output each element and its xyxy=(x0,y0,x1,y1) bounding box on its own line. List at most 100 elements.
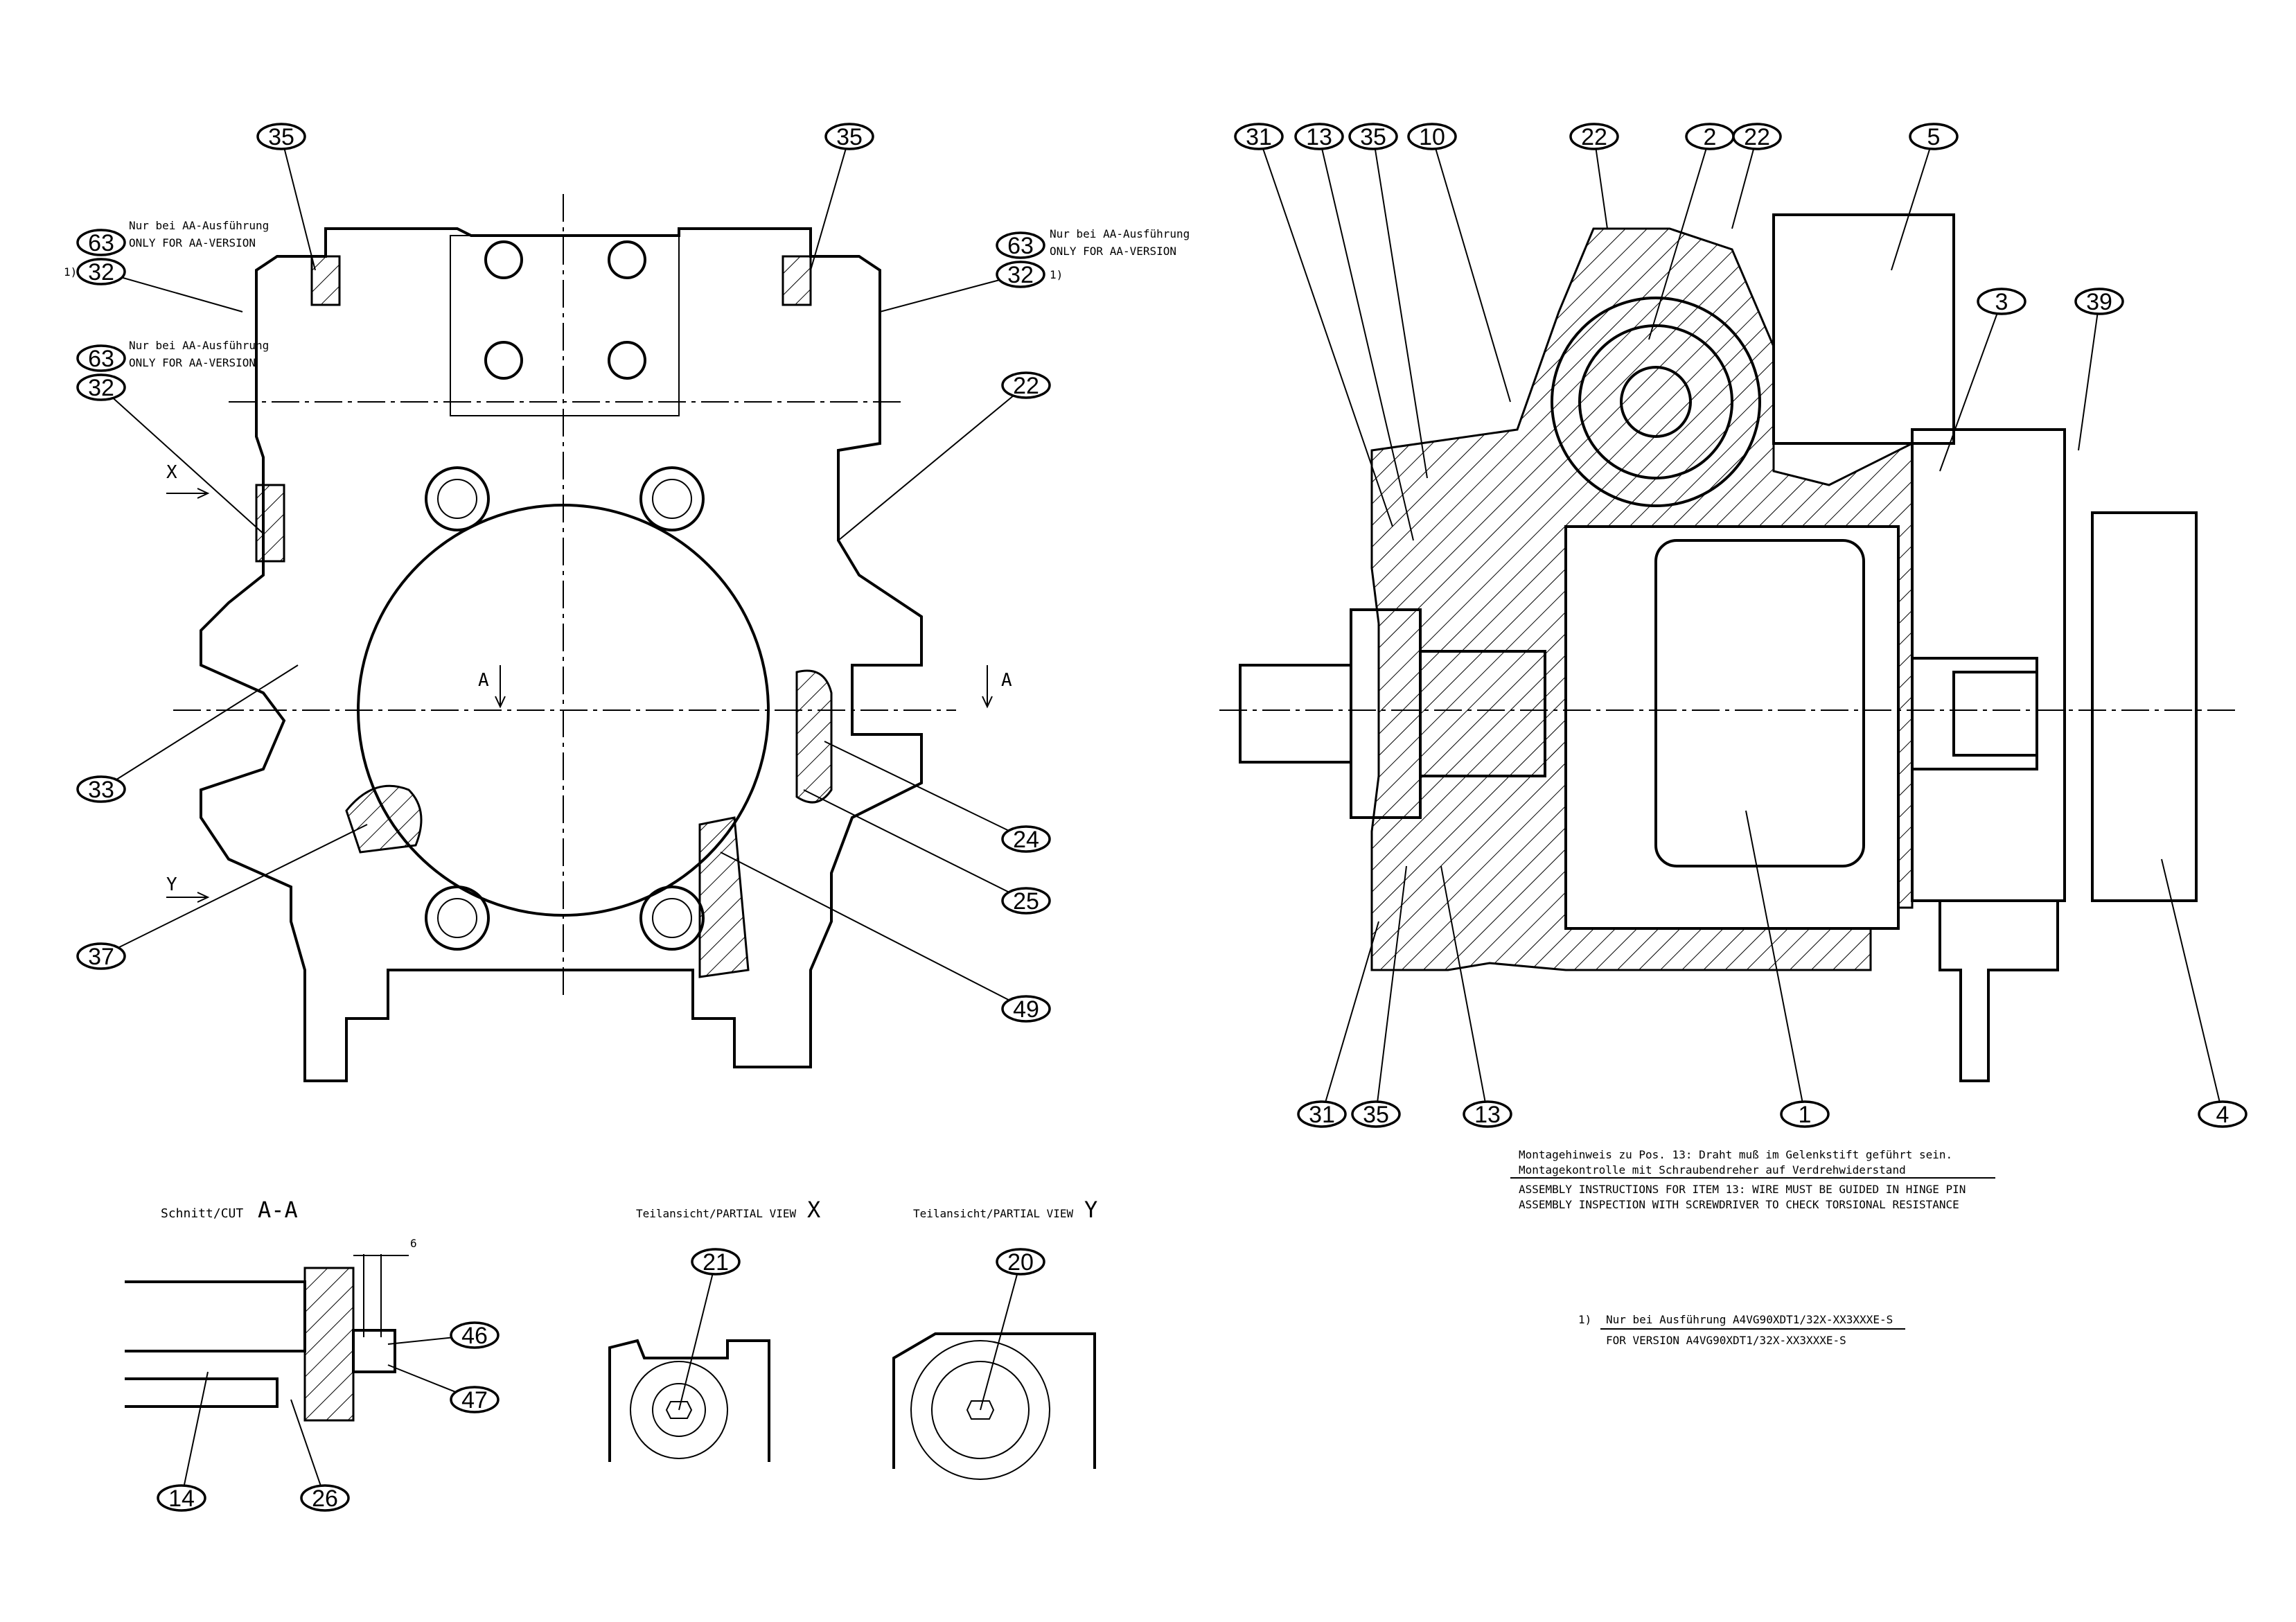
balloon-number: 31 xyxy=(1246,124,1272,150)
leader-line xyxy=(100,271,243,312)
leader-line xyxy=(100,824,368,957)
item-balloon-26: 26 xyxy=(290,1399,350,1512)
partial-x-prefix: Teilansicht/PARTIAL VIEW xyxy=(636,1207,797,1220)
balloon-number: 4 xyxy=(2216,1102,2229,1128)
partial-y-label: Y xyxy=(1084,1197,1097,1223)
assembly-note-de-2: Montagekontrolle mit Schraubendreher auf… xyxy=(1519,1163,1906,1176)
leader-line xyxy=(1375,865,1407,1115)
balloon-number: 13 xyxy=(1474,1102,1501,1128)
aa-note-en-2: ONLY FOR AA-VERSION xyxy=(129,356,256,369)
balloon-number: 63 xyxy=(88,230,114,256)
balloon-number: 31 xyxy=(1309,1102,1335,1128)
cut-prefix: Schnitt/CUT xyxy=(161,1206,243,1221)
balloon-outline xyxy=(450,1386,500,1413)
balloon-outline xyxy=(1001,995,1051,1023)
item-balloon-24: 24 xyxy=(824,741,1051,853)
leader-line xyxy=(290,1399,326,1499)
item-balloon-35: 35 xyxy=(810,123,874,271)
balloon-number: 10 xyxy=(1419,124,1445,150)
balloon-outline xyxy=(76,258,126,285)
partial-x-label: X xyxy=(807,1197,820,1223)
leader-line xyxy=(1648,136,1711,340)
item-balloon-22: 22 xyxy=(838,371,1051,541)
item-balloon-37: 37 xyxy=(76,824,368,970)
balloon-number: 63 xyxy=(1007,233,1034,259)
item-balloon-22: 22 xyxy=(1731,123,1782,229)
section-arrow-a-left: A xyxy=(478,670,489,691)
version-footnote-marker: 1) xyxy=(1578,1313,1591,1326)
assembly-note-en-1: ASSEMBLY INSTRUCTIONS FOR ITEM 13: WIRE … xyxy=(1519,1183,1966,1196)
item-balloon-5: 5 xyxy=(1891,123,1959,271)
item-balloon-21: 21 xyxy=(678,1248,741,1411)
item-balloon-25: 25 xyxy=(803,789,1051,915)
item-balloon-63: 63 xyxy=(76,344,126,372)
item-balloon-20: 20 xyxy=(980,1248,1045,1411)
leader-line xyxy=(1258,136,1393,527)
balloon-outline xyxy=(300,1484,350,1512)
leader-line xyxy=(181,1371,209,1499)
balloon-number: 37 xyxy=(88,944,114,970)
balloon-number: 3 xyxy=(1995,289,2008,315)
version-note-en: FOR VERSION A4VG90XDT1/32X-XX3XXXE-S xyxy=(1606,1334,1846,1347)
leader-line xyxy=(2161,858,2223,1115)
balloon-outline xyxy=(450,1321,500,1349)
leader-line xyxy=(100,387,264,534)
balloon-number: 22 xyxy=(1744,124,1770,150)
balloon-outline xyxy=(76,344,126,372)
balloon-outline xyxy=(1297,1100,1347,1128)
leader-line xyxy=(1321,921,1379,1115)
view-arrow-x: X xyxy=(166,462,177,483)
item-balloon-33: 33 xyxy=(76,664,299,803)
balloon-number: 14 xyxy=(168,1486,195,1512)
balloon-number: 33 xyxy=(88,777,114,803)
balloon-outline xyxy=(1569,123,1619,150)
item-balloon-13: 13 xyxy=(1294,123,1414,541)
balloon-outline xyxy=(1001,887,1051,915)
balloon-number: 32 xyxy=(1007,262,1034,288)
balloon-number: 39 xyxy=(2086,289,2112,315)
version-note-de: Nur bei Ausführung A4VG90XDT1/32X-XX3XXX… xyxy=(1606,1313,1893,1326)
leader-line xyxy=(810,136,850,271)
balloon-number: 63 xyxy=(88,346,114,372)
leader-line xyxy=(1745,810,1805,1115)
item-balloon-39: 39 xyxy=(2074,288,2124,451)
balloon-number: 24 xyxy=(1013,827,1039,853)
leader-line xyxy=(1939,301,2002,472)
aa-note-en: ONLY FOR AA-VERSION xyxy=(129,236,256,249)
assembly-note-de-1: Montagehinweis zu Pos. 13: Draht muß im … xyxy=(1519,1148,1952,1161)
aa-note-de-3: Nur bei AA-Ausführung xyxy=(1050,227,1190,240)
item-balloon-22: 22 xyxy=(1569,123,1619,229)
item-balloon-14: 14 xyxy=(157,1371,209,1512)
leader-line xyxy=(1372,136,1428,479)
partial-view-y xyxy=(892,1332,1096,1480)
leader-line xyxy=(838,385,1027,541)
balloon-number: 20 xyxy=(1007,1249,1034,1276)
leader-line xyxy=(281,136,316,271)
balloon-outline xyxy=(1351,1100,1401,1128)
balloon-number: 21 xyxy=(703,1249,729,1276)
item-balloon-4: 4 xyxy=(2161,858,2248,1128)
balloon-outline xyxy=(1348,123,1398,150)
leader-line xyxy=(879,274,1021,312)
front-view xyxy=(173,194,956,1082)
leader-line xyxy=(678,1261,716,1411)
assembly-note-en-2: ASSEMBLY INSPECTION WITH SCREWDRIVER TO … xyxy=(1519,1198,1959,1211)
item-balloon-13: 13 xyxy=(1440,865,1512,1128)
balloon-outline xyxy=(1732,123,1782,150)
balloon-outline xyxy=(996,261,1045,288)
aa-note-de-2: Nur bei AA-Ausführung xyxy=(129,339,269,352)
balloon-outline xyxy=(2198,1100,2248,1128)
aa-note-de: Nur bei AA-Ausführung xyxy=(129,219,269,232)
balloon-outline xyxy=(76,775,126,803)
cut-a-a-view xyxy=(125,1254,409,1422)
balloon-outline xyxy=(76,942,126,970)
balloon-number: 5 xyxy=(1927,124,1941,150)
balloon-outline xyxy=(1909,123,1959,150)
leader-line xyxy=(1431,136,1511,403)
balloon-outline xyxy=(2074,288,2124,315)
item-balloon-63: 63 xyxy=(996,231,1045,259)
balloon-number: 25 xyxy=(1013,888,1039,915)
balloon-number: 13 xyxy=(1306,124,1332,150)
